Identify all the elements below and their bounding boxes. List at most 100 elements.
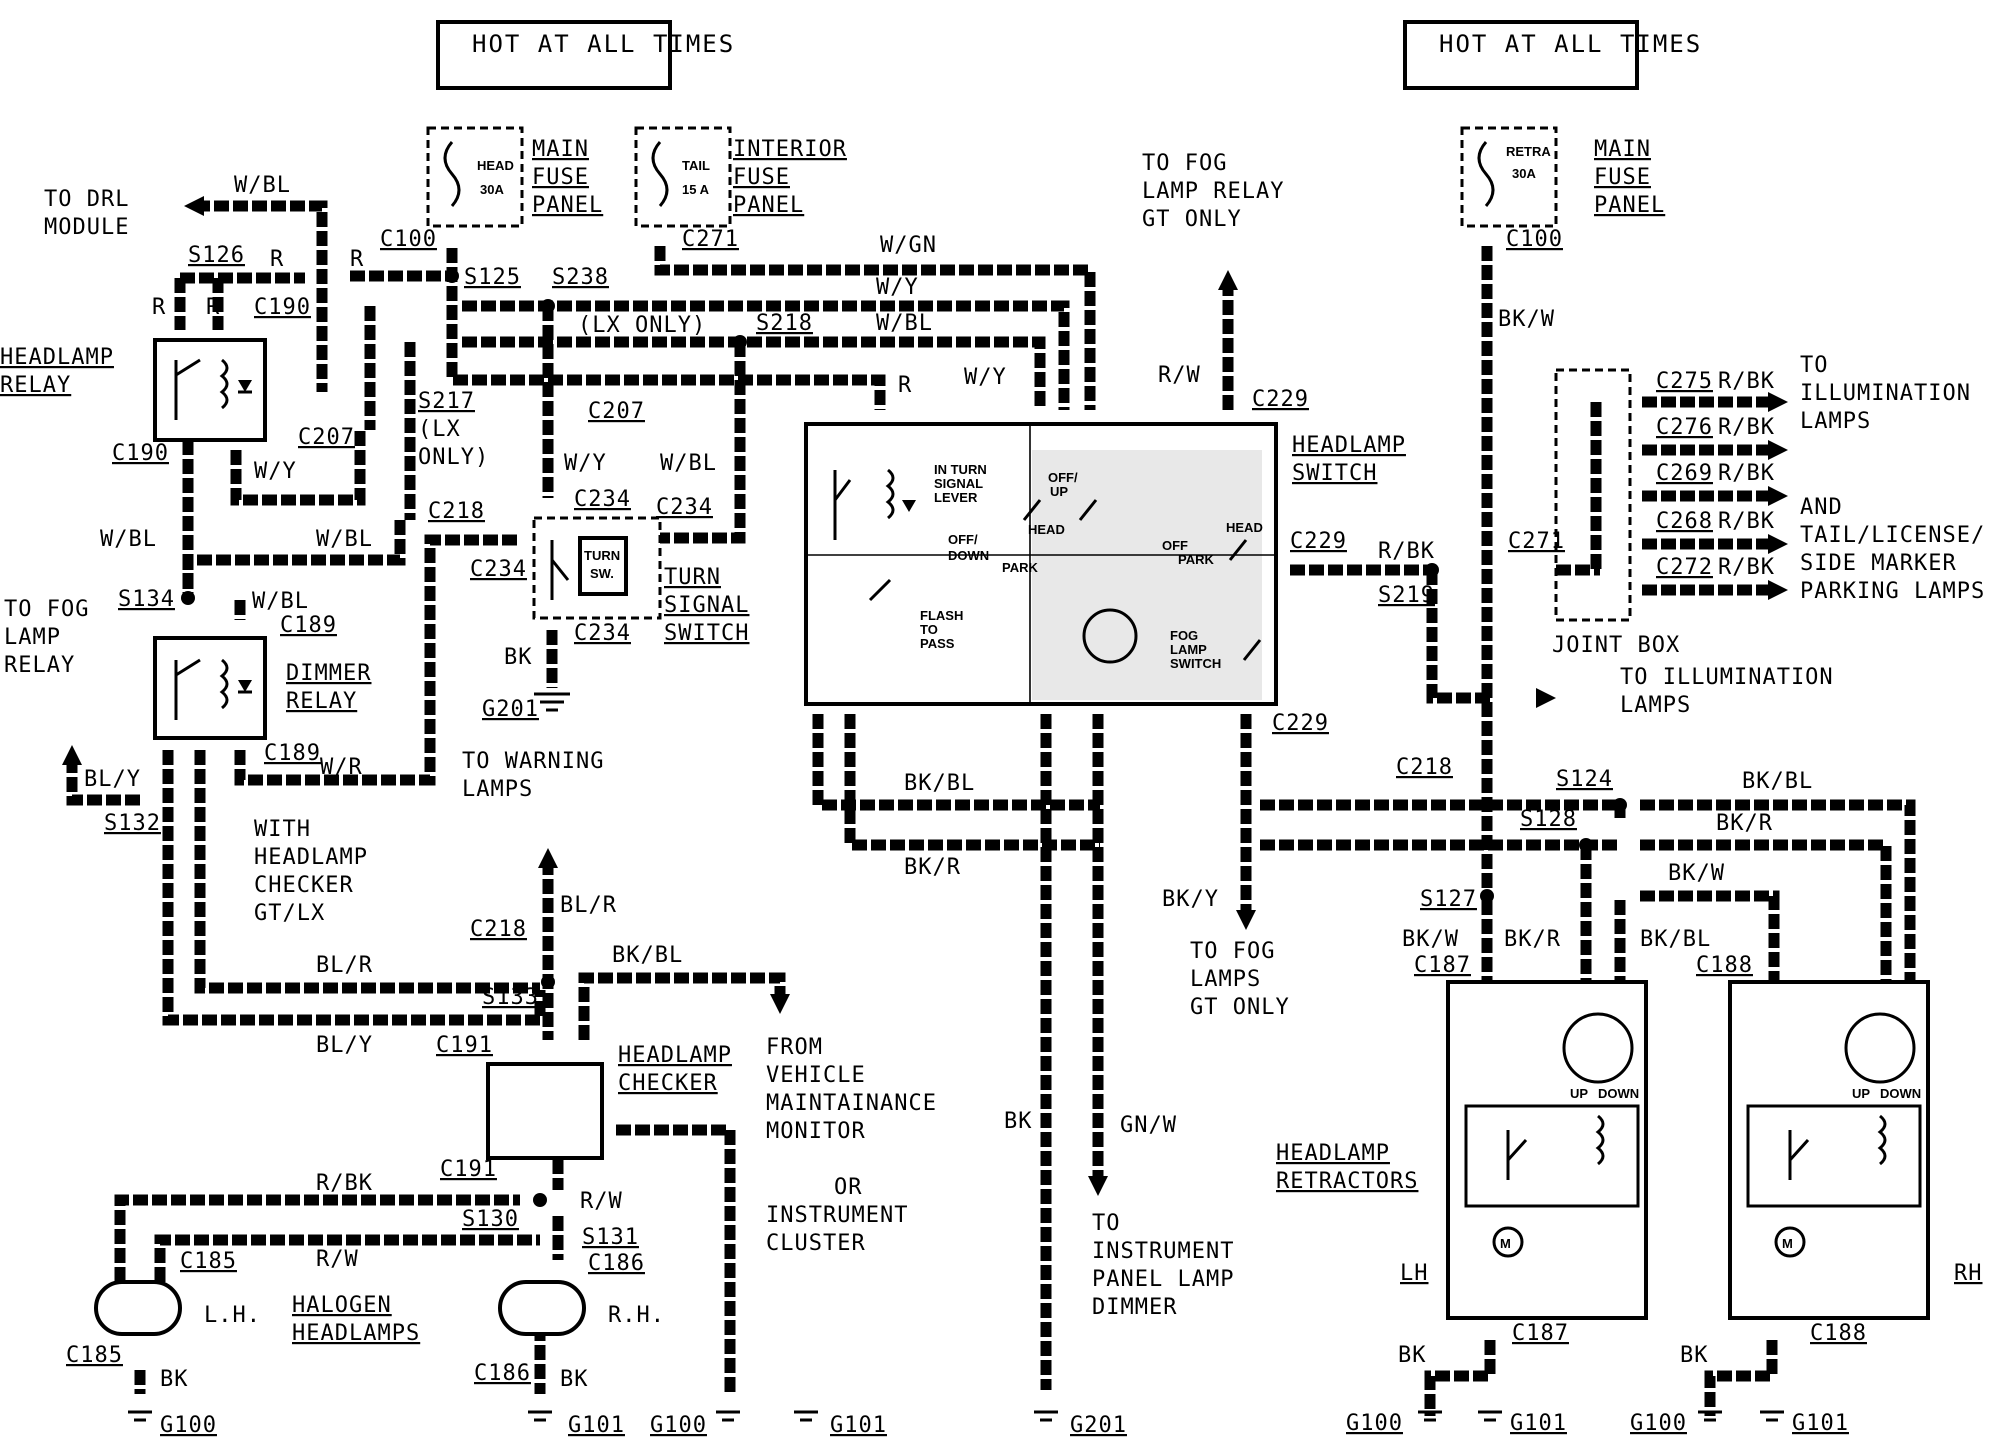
fog-relay-top-3: GT ONLY [1142, 207, 1242, 232]
lamp-lh-label: L.H. [204, 1303, 261, 1328]
wc-bk-r-3: BK/R [1504, 927, 1561, 952]
s131: S131 [582, 1225, 639, 1250]
joint-box: JOINT BOX [1552, 368, 1680, 658]
from-monitor-3: MAINTAINANCE [766, 1091, 937, 1116]
or-cluster-3: CLUSTER [766, 1231, 866, 1256]
wc-bk-bl-1: BK/BL [612, 943, 683, 968]
ground-icon [1698, 1410, 1722, 1422]
lamp-rh-label: R.H. [608, 1303, 665, 1328]
up-lh: UP [1570, 1086, 1588, 1101]
c234-left: C234 [470, 557, 527, 582]
interior-fuse-panel-3: PANEL [733, 193, 804, 218]
ground-icon [128, 1410, 152, 1422]
headlamp-retractors-2: RETRACTORS [1276, 1169, 1418, 1194]
in-turn-3: LEVER [934, 490, 978, 505]
off-up-2: UP [1050, 484, 1068, 499]
fog-sw-3: SWITCH [1170, 656, 1221, 671]
turn-signal-switch-2: SIGNAL [664, 593, 749, 618]
hot-box-left: HOT AT ALL TIMES [436, 20, 733, 90]
up-rh: UP [1852, 1086, 1870, 1101]
park-label: PARK [1002, 560, 1038, 575]
c218-top: C218 [428, 499, 485, 524]
s134: S134 [118, 587, 175, 612]
fog-sw-2: LAMP [1170, 642, 1207, 657]
c100-right: C100 [1506, 227, 1563, 252]
wc-w-y-top: W/Y [876, 275, 919, 300]
main-fuse-panel-2: FUSE [532, 165, 589, 190]
wc-w-bl-5: W/BL [100, 527, 157, 552]
c207-left: C207 [298, 425, 355, 450]
wc-r-1: R [270, 247, 284, 272]
joint-box-label: JOINT BOX [1552, 633, 1680, 658]
s124: S124 [1556, 767, 1613, 792]
splice-dots [181, 269, 1627, 1207]
wc-bk-w-2: BK/W [1668, 861, 1725, 886]
wc-bk-w-top: BK/W [1498, 307, 1555, 332]
hot-box-right-text: HOT AT ALL TIMES [1439, 30, 1702, 58]
c187-bottom: C187 [1512, 1321, 1569, 1346]
wc-bk-bl-2: BK/BL [904, 771, 975, 796]
tail-group-2: TAIL/LICENSE/ [1800, 523, 1985, 548]
flash-1: FLASH [920, 608, 963, 623]
g100-4: G100 [1630, 1411, 1687, 1436]
s125: S125 [464, 265, 521, 290]
wc-bk-4: BK [1004, 1109, 1033, 1134]
c234-top: C234 [574, 487, 631, 512]
panel-dimmer-4: DIMMER [1092, 1295, 1177, 1320]
ground-icon [716, 1410, 740, 1422]
illum2-1: TO ILLUMINATION [1620, 665, 1834, 690]
g101-2: G101 [830, 1413, 887, 1438]
wc-r-2: R [350, 247, 364, 272]
c276: C276 [1656, 415, 1713, 440]
s127: S127 [1420, 887, 1477, 912]
wc-r-bk-1: R/BK [316, 1171, 373, 1196]
down-lh: DOWN [1598, 1086, 1639, 1101]
lx-only2-1: (LX [418, 417, 461, 442]
wc-bk-w-3: BK/W [1402, 927, 1459, 952]
from-monitor-1: FROM [766, 1035, 823, 1060]
dimmer-relay-label-2: RELAY [286, 689, 357, 714]
c189-bottom: C189 [264, 741, 321, 766]
halogen-headlamps-1: HALOGEN [292, 1293, 392, 1318]
drl-1: TO DRL [44, 187, 129, 212]
warning-1: TO WARNING [462, 749, 604, 774]
wc-r-bk-5: R/BK [1718, 461, 1775, 486]
wc-bl-y-2: BL/Y [316, 1033, 373, 1058]
fog-relay-left-1: TO FOG [4, 597, 89, 622]
c218-right: C218 [1396, 755, 1453, 780]
main-fuse-panel-r2: FUSE [1594, 165, 1651, 190]
headlamp-retractors-1: HEADLAMP [1276, 1141, 1390, 1166]
headlamp-switch-1: HEADLAMP [1292, 433, 1406, 458]
c190-bottom: C190 [112, 441, 169, 466]
main-fuse-panel-r3: PANEL [1594, 193, 1665, 218]
illum2-2: LAMPS [1620, 693, 1691, 718]
wc-bk-6: BK [1680, 1343, 1709, 1368]
wc-r-w-2: R/W [580, 1189, 623, 1214]
c268: C268 [1656, 509, 1713, 534]
wc-r-w-top: R/W [1158, 363, 1201, 388]
s219: S219 [1378, 583, 1435, 608]
c188-bottom: C188 [1810, 1321, 1867, 1346]
s133: S133 [482, 985, 539, 1010]
head-label: HEAD [1028, 522, 1065, 537]
wc-r-bk-7: R/BK [1718, 555, 1775, 580]
fuse-head: HEAD 30A MAIN FUSE PANEL [426, 126, 603, 228]
fuse-head-name: HEAD [477, 158, 514, 173]
headlamp-switch: IN TURN SIGNAL LEVER OFF/ UP HEAD OFF/ D… [804, 422, 1406, 706]
main-fuse-panel-1: MAIN [532, 137, 589, 162]
wire-color-labels: W/BL R R R R W/GN W/Y W/BL R W/Y R/W BK/… [84, 173, 1812, 1392]
g100-3: G100 [1346, 1411, 1403, 1436]
off-down-2: DOWN [948, 548, 989, 563]
interior-fuse-panel-1: INTERIOR [733, 137, 847, 162]
c229-right: C229 [1290, 529, 1347, 554]
warning-2: LAMPS [462, 777, 533, 802]
main-fuse-panel-3: PANEL [532, 193, 603, 218]
c234-bottom: C234 [574, 621, 631, 646]
c229-bottom: C229 [1272, 711, 1329, 736]
fuse-tail: TAIL 15 A INTERIOR FUSE PANEL [634, 126, 847, 228]
c187-top: C187 [1414, 953, 1471, 978]
headlamp-switch-2: SWITCH [1292, 461, 1377, 486]
fuse-retra-rating: 30A [1512, 166, 1536, 181]
